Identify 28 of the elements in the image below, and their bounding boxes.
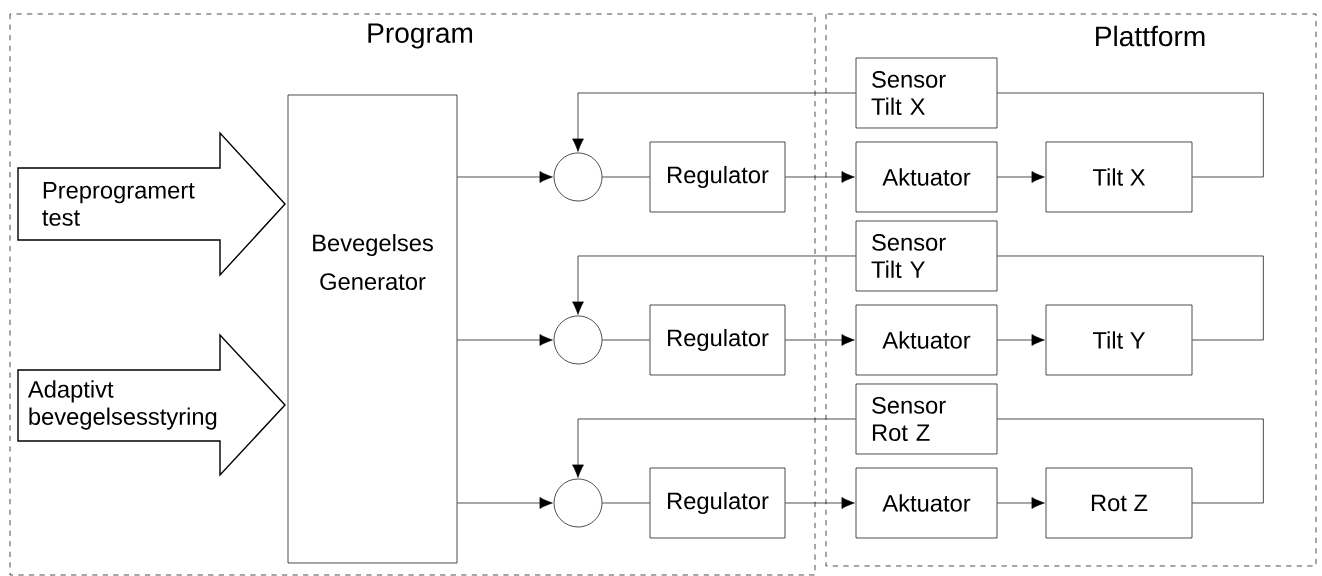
process-box: Regulator xyxy=(649,467,786,539)
arrow xyxy=(572,418,856,478)
arrow xyxy=(997,334,1045,346)
arrow xyxy=(457,497,553,509)
arrow xyxy=(572,255,856,315)
sensor-box: Sensor Tilt Y xyxy=(855,220,998,292)
process-box: Aktuator xyxy=(855,141,998,213)
process-box: Tilt X xyxy=(1045,141,1193,213)
arrow xyxy=(785,171,855,183)
arrow xyxy=(785,497,855,509)
generator-box: Bevegelses Generator xyxy=(287,94,458,564)
process-box: Aktuator xyxy=(855,467,998,539)
process-box: Tilt Y xyxy=(1045,304,1193,376)
sensor-box: Sensor Rot Z xyxy=(855,383,998,455)
process-box: Regulator xyxy=(649,304,786,376)
summing-circle xyxy=(553,315,603,365)
arrow xyxy=(785,334,855,346)
summing-circle xyxy=(553,152,603,202)
arrow xyxy=(997,497,1045,509)
sensor-box: Sensor Tilt X xyxy=(855,57,998,129)
arrow xyxy=(997,171,1045,183)
arrow xyxy=(457,171,553,183)
process-box: Rot Z xyxy=(1045,467,1193,539)
process-box: Aktuator xyxy=(855,304,998,376)
arrow xyxy=(572,92,856,152)
process-box: Regulator xyxy=(649,141,786,213)
summing-circle xyxy=(553,478,603,528)
arrow xyxy=(457,334,553,346)
